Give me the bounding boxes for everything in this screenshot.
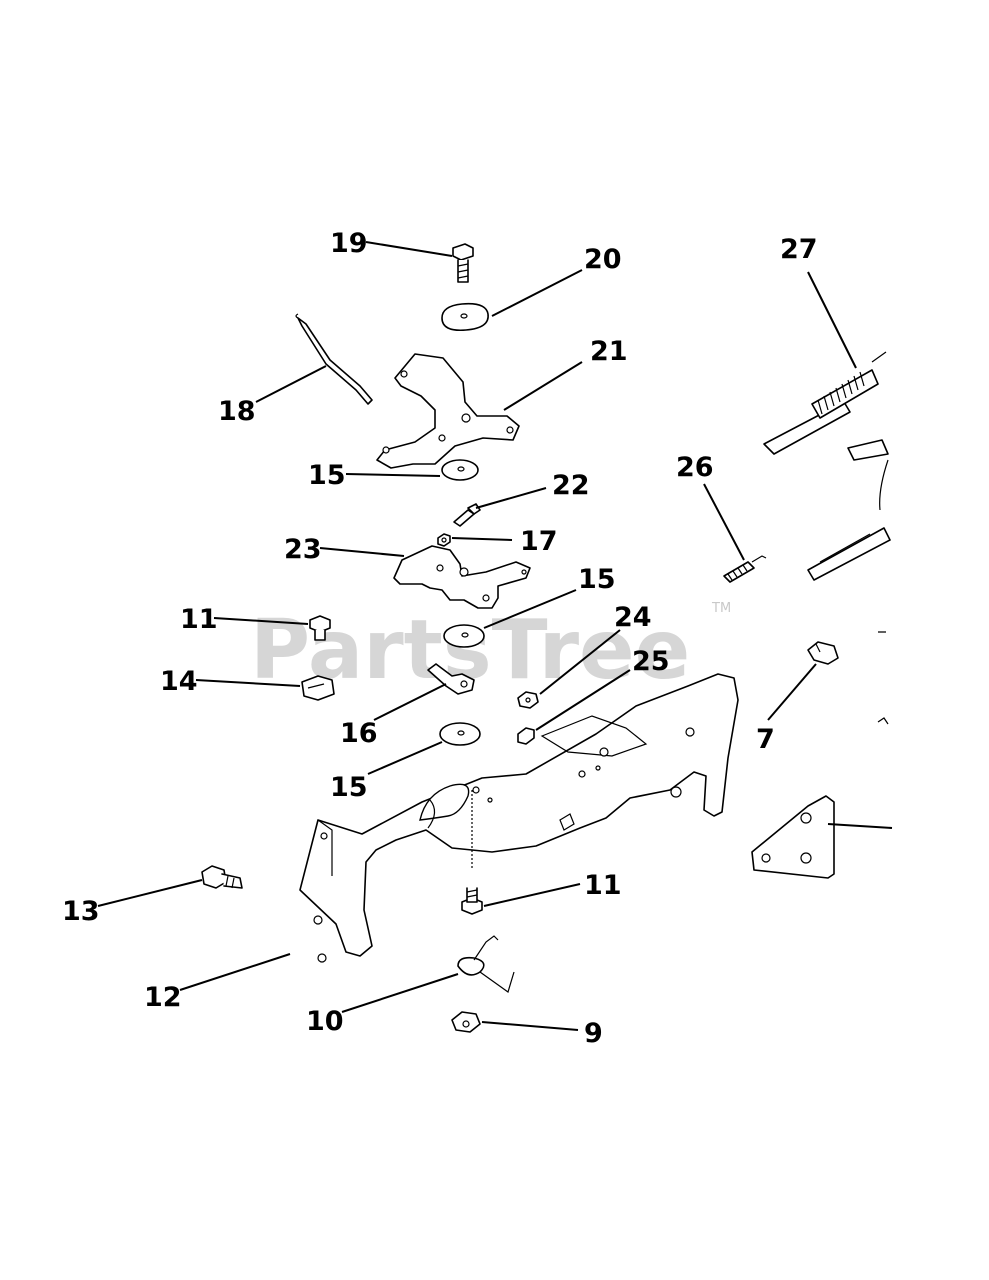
callout-16: 16: [340, 718, 378, 749]
part-24-nut[interactable]: [517, 691, 539, 709]
callout-9: 9: [584, 1018, 603, 1049]
callout-27: 27: [780, 234, 818, 265]
part-14-clip[interactable]: [301, 675, 335, 701]
part-16-link[interactable]: [427, 663, 475, 695]
callout-21: 21: [590, 336, 628, 367]
part-15-washer-middle[interactable]: [443, 624, 485, 648]
callout-13: 13: [62, 896, 100, 927]
part-26-spring[interactable]: [723, 555, 767, 583]
part-23-lever[interactable]: [393, 545, 531, 609]
watermark-trademark: TM: [711, 601, 731, 616]
callout-24: 24: [614, 602, 652, 633]
callout-22: 22: [552, 470, 590, 501]
part-7-clip[interactable]: [807, 641, 839, 665]
callout-26: 26: [676, 452, 714, 483]
callout-15-bottom: 15: [330, 772, 368, 803]
part-13-bolt[interactable]: [201, 865, 243, 889]
part-15-washer-top[interactable]: [441, 459, 479, 481]
callout-12: 12: [144, 982, 182, 1013]
part-19-bolt[interactable]: [452, 243, 474, 283]
part-27-spring-assembly[interactable]: [763, 351, 891, 581]
part-21-bracket[interactable]: [376, 353, 520, 469]
callout-15-middle: 15: [578, 564, 616, 595]
callout-18: 18: [218, 396, 256, 427]
part-15-washer-bottom[interactable]: [439, 722, 481, 746]
part-20-washer[interactable]: [441, 302, 489, 332]
callout-11-top: 11: [180, 604, 218, 635]
callout-23: 23: [284, 534, 322, 565]
callout-17: 17: [520, 526, 558, 557]
part-12-main-bracket[interactable]: [299, 673, 739, 963]
part-right-plate[interactable]: [751, 631, 889, 879]
part-18-rod[interactable]: [295, 313, 373, 405]
callout-7: 7: [756, 724, 775, 755]
part-10-spring[interactable]: [457, 935, 515, 993]
part-11-bolt-bottom[interactable]: [461, 887, 483, 915]
callout-19: 19: [330, 228, 368, 259]
part-17-nut[interactable]: [437, 533, 451, 547]
part-25-nut[interactable]: [517, 727, 535, 745]
callout-10: 10: [306, 1006, 344, 1037]
callout-20: 20: [584, 244, 622, 275]
callout-15-top: 15: [308, 460, 346, 491]
callout-11-bottom: 11: [584, 870, 622, 901]
callout-25: 25: [632, 646, 670, 677]
part-22-screw[interactable]: [453, 503, 481, 527]
callout-14: 14: [160, 666, 198, 697]
leader-lines: [97, 241, 893, 1031]
part-11-bolt-top[interactable]: [309, 615, 331, 641]
callout-labels: 19 20 27 21 18 15 22 26 17 23 15 11 24 2…: [62, 228, 818, 1049]
part-9-nut[interactable]: [451, 1011, 481, 1033]
